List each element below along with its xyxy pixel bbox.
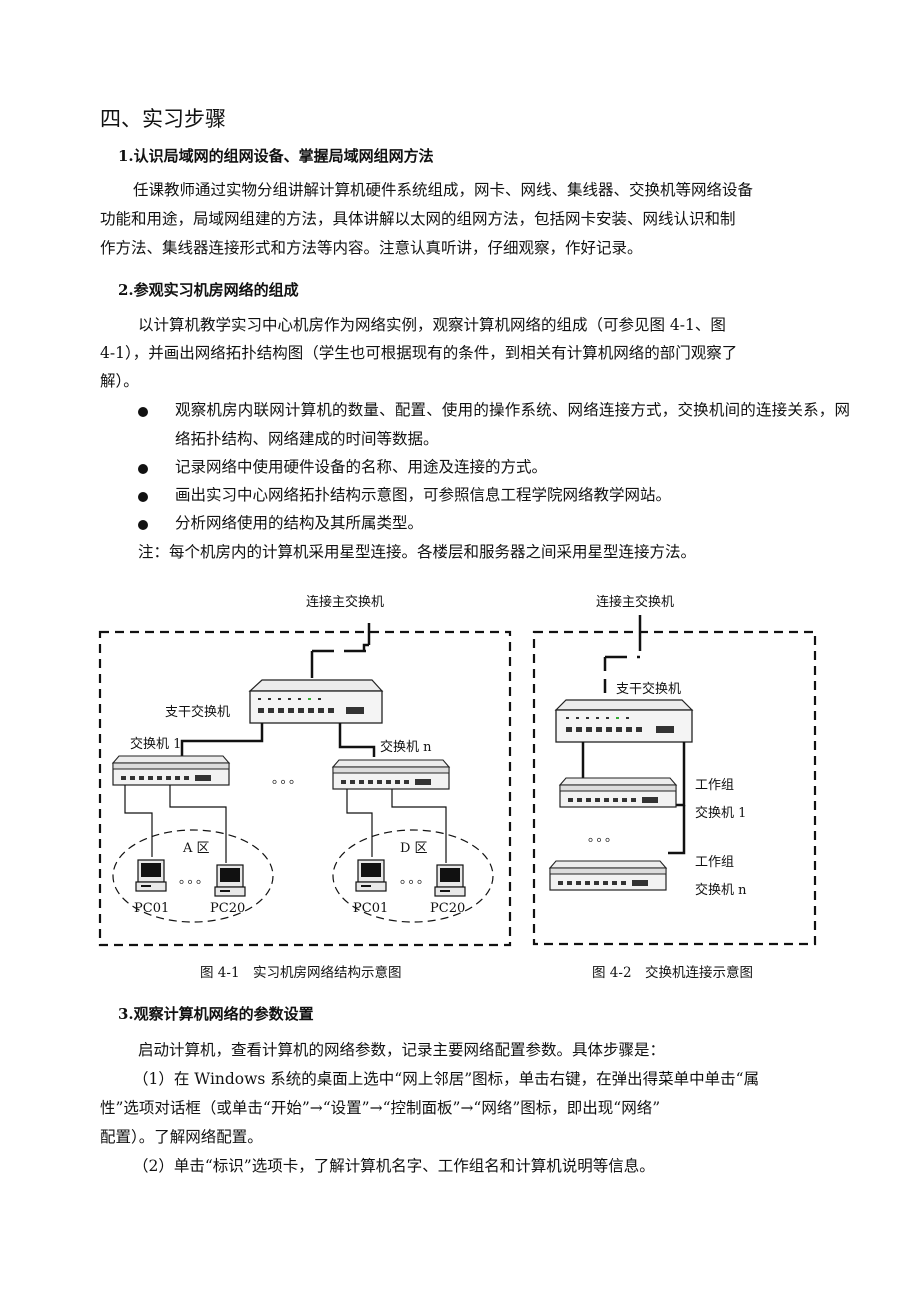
bullet-text: 分析网络使用的结构及其所属类型。 xyxy=(175,514,424,532)
zone-a-ellipse xyxy=(112,829,274,923)
main-switch-label: 连接主交换机 xyxy=(306,594,384,610)
step3-line-2: （1）在 Windows 系统的桌面上选中“网上邻居”图标，单击右键，在弹出得菜… xyxy=(133,1070,760,1088)
zone-d-label: D 区 xyxy=(400,841,428,856)
step3-line-4: 配置）。了解网络配置。 xyxy=(100,1128,263,1146)
switch-1-icon xyxy=(111,755,231,786)
pc-icon xyxy=(355,859,387,892)
ellipsis-pcs: 。。。 xyxy=(400,872,432,887)
switch-n-icon xyxy=(331,759,451,790)
bullet-dot xyxy=(138,520,148,530)
backbone-switch-label-2: 支干交换机 xyxy=(616,681,681,697)
backbone-switch-label: 支干交换机 xyxy=(165,704,230,720)
workgroup-1-line-2: 交换机 1 xyxy=(695,805,746,821)
figure-4-2-caption: 图 4-2 交换机连接示意图 xyxy=(592,964,753,981)
network-figures: 连接主交换机 支干交换机 交换机 1 xyxy=(98,594,817,981)
step3-line-5: （2）单击“标识”选项卡，了解计算机名字、工作组名和计算机说明等信息。 xyxy=(133,1157,655,1175)
backbone-switch-icon-2 xyxy=(554,699,694,743)
workgroup-switch-1-icon xyxy=(558,777,678,808)
zone-d-ellipse xyxy=(332,829,494,923)
workgroup-n-line-2: 交换机 n xyxy=(695,882,747,898)
step2-line-3: 解）。 xyxy=(100,372,139,390)
pc-icon xyxy=(135,859,167,892)
bullet-text: 记录网络中使用硬件设备的名称、用途及连接的方式。 xyxy=(175,458,548,476)
bullet-text: 观察机房内联网计算机的数量、配置、使用的操作系统、网络连接方式，交换机间的连接关… xyxy=(175,401,850,448)
step3-heading: 3.观察计算机网络的参数设置 xyxy=(118,1005,314,1023)
switch-1-label: 交换机 1 xyxy=(130,736,181,752)
zone-a-label: A 区 xyxy=(182,841,210,856)
step3-line-1: 启动计算机，查看计算机的网络参数，记录主要网络配置参数。具体步骤是： xyxy=(138,1041,666,1059)
ellipsis-pcs: 。。。 xyxy=(179,872,211,887)
ellipsis-switches: 。。。 xyxy=(272,772,304,787)
section-title: 四、实习步骤 xyxy=(100,107,226,131)
figure-4-1: 连接主交换机 支干交换机 交换机 1 xyxy=(98,594,512,981)
workgroup-switch-n-icon xyxy=(548,860,668,891)
step2-line-2: 4-1），并画出网络拓扑结构图（学生也可根据现有的条件，到相关有计算机网络的部门… xyxy=(100,344,738,362)
bullet-dot xyxy=(138,464,148,474)
bullet-dot xyxy=(138,407,148,417)
workgroup-1-line-1: 工作组 xyxy=(695,778,734,793)
figure-4-1-caption: 图 4-1 实习机房网络结构示意图 xyxy=(200,964,402,981)
pc-icon xyxy=(434,864,466,897)
step2-line-1: 以计算机教学实习中心机房作为网络实例，观察计算机网络的组成（可参见图 4-1、图 xyxy=(138,316,726,334)
workgroup-n-line-1: 工作组 xyxy=(695,855,734,870)
step2-note: 注：每个机房内的计算机采用星型连接。各楼层和服务器之间采用星型连接方法。 xyxy=(138,543,697,561)
main-switch-label-2: 连接主交换机 xyxy=(596,594,674,610)
bullet-text: 画出实习中心网络拓扑结构示意图，可参照信息工程学院网络教学网站。 xyxy=(175,486,672,504)
backbone-switch-icon xyxy=(248,679,384,724)
pc20-label: PC20 xyxy=(430,901,465,916)
step3-line-3: 性”选项对话框（或单击“开始”→“设置”→“控制面板”→“网络”图标，即出现“网… xyxy=(100,1099,661,1117)
pc01-label: PC01 xyxy=(134,901,169,916)
pc-icon xyxy=(214,864,246,897)
step2-heading: 2.参观实习机房网络的组成 xyxy=(118,281,299,299)
switch-n-label: 交换机 n xyxy=(380,739,432,755)
switch-dashed-box xyxy=(532,630,817,946)
pc01-label: PC01 xyxy=(353,901,388,916)
step1-line-1: 任课教师通过实物分组讲解计算机硬件系统组成，网卡、网线、集线器、交换机等网络设备 xyxy=(133,181,754,199)
step1-line-2: 功能和用途，局域网组建的方法，具体讲解以太网的组网方法，包括网卡安装、网线认识和… xyxy=(100,210,736,228)
step1-heading: 1.认识局域网的组网设备、掌握局域网组网方法 xyxy=(118,147,434,165)
figure-4-2: 连接主交换机 支干交换机 xyxy=(532,594,817,981)
step1-line-3: 作方法、集线器连接形式和方法等内容。注意认真听讲，仔细观察，作好记录。 xyxy=(100,239,643,257)
ellipsis-workgroup: 。。。 xyxy=(588,830,620,845)
pc20-label: PC20 xyxy=(210,901,245,916)
bullet-dot xyxy=(138,492,148,502)
